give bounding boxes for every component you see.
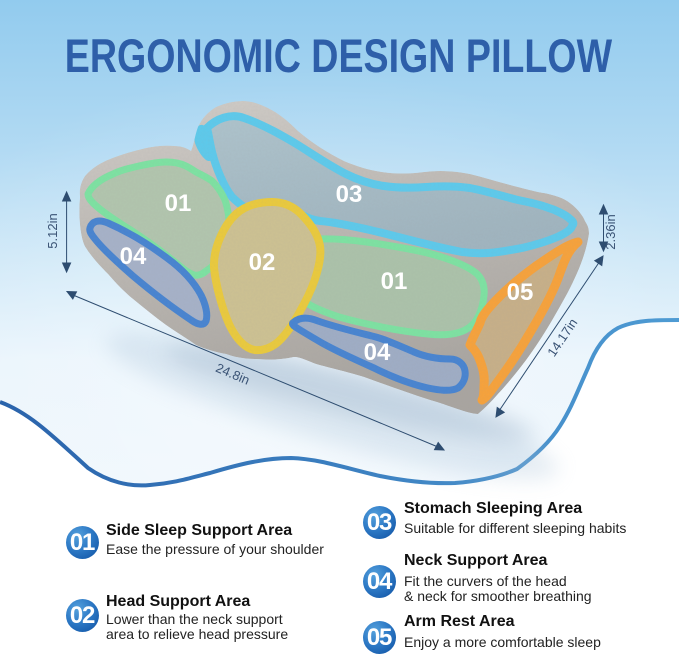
svg-text:03: 03 <box>336 181 363 208</box>
svg-text:05: 05 <box>507 279 534 306</box>
svg-text:2.36in: 2.36in <box>603 214 618 249</box>
svg-text:5.12in: 5.12in <box>45 213 60 248</box>
svg-text:04: 04 <box>120 243 147 270</box>
svg-text:04: 04 <box>364 339 391 366</box>
svg-text:01: 01 <box>381 268 408 295</box>
svg-text:02: 02 <box>249 249 276 276</box>
svg-text:01: 01 <box>165 190 192 217</box>
